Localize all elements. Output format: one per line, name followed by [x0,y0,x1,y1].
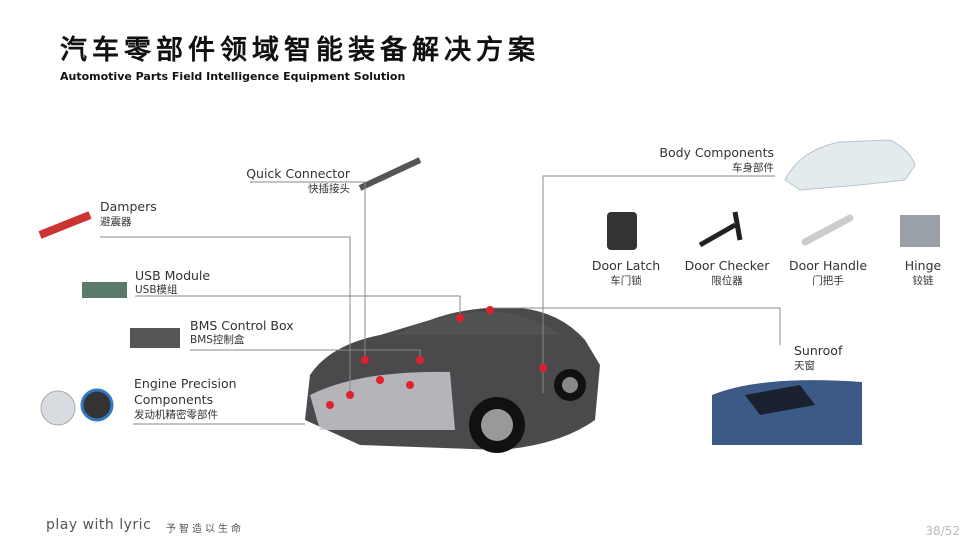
dampers-image [38,211,92,239]
engine-label-2: Components [134,392,214,407]
door-latch-image [607,212,637,250]
door-checker-item: Door Checker 限位器 [682,258,772,288]
hinge-image [900,215,940,247]
dampers-label: Dampers [100,199,157,214]
hinge-item: Hinge 铰链 [893,258,953,288]
car-illustration [305,307,600,453]
door-latch-item: Door Latch 车门锁 [586,258,666,288]
door-checker-label: Door Checker [684,258,770,273]
dampers-cn: 避震器 [100,216,132,228]
door-latch-cn: 车门锁 [610,275,642,287]
door-checker-image [698,211,743,248]
hinge-cn: 铰链 [912,275,934,287]
page-title: 汽车零部件领域智能装备解决方案 [60,35,540,66]
marker-dots [326,306,547,409]
sunroof-cn: 天窗 [794,360,815,372]
bms-box-image [130,328,180,348]
bms-box-label: BMS Control Box [190,318,294,333]
usb-module-label: USB Module [135,268,211,283]
door-handle-cn: 门把手 [812,275,844,287]
footer-slogan: 予智造以生命 [166,524,244,535]
quick-connector-cn: 快插接头 [308,183,350,195]
bms-box-cn: BMS控制盒 [190,334,245,346]
page-number: 38/52 [925,524,960,538]
quick-connector-image [358,157,422,191]
sunroof-label: Sunroof [794,343,843,358]
footer-brand: play with lyric [46,517,152,533]
hinge-label: Hinge [904,258,942,273]
door-checker-cn: 限位器 [711,275,743,287]
engine-label-1: Engine Precision [134,376,237,391]
door-latch-label: Door Latch [591,258,661,273]
body-components-cn: 车身部件 [732,162,774,174]
door-handle-image [801,214,854,246]
usb-module-image [82,282,127,298]
usb-module-cn: USB模组 [135,284,178,296]
quick-connector-label: Quick Connector [246,166,350,181]
engine-cn: 发动机精密零部件 [134,409,218,421]
body-frame-image [784,139,916,191]
page-subtitle: Automotive Parts Field Intelligence Equi… [60,70,406,83]
door-handle-label: Door Handle [788,258,868,273]
engine-part-image [40,390,76,426]
door-handle-item: Door Handle 门把手 [783,258,873,288]
body-components-label: Body Components [659,145,774,160]
